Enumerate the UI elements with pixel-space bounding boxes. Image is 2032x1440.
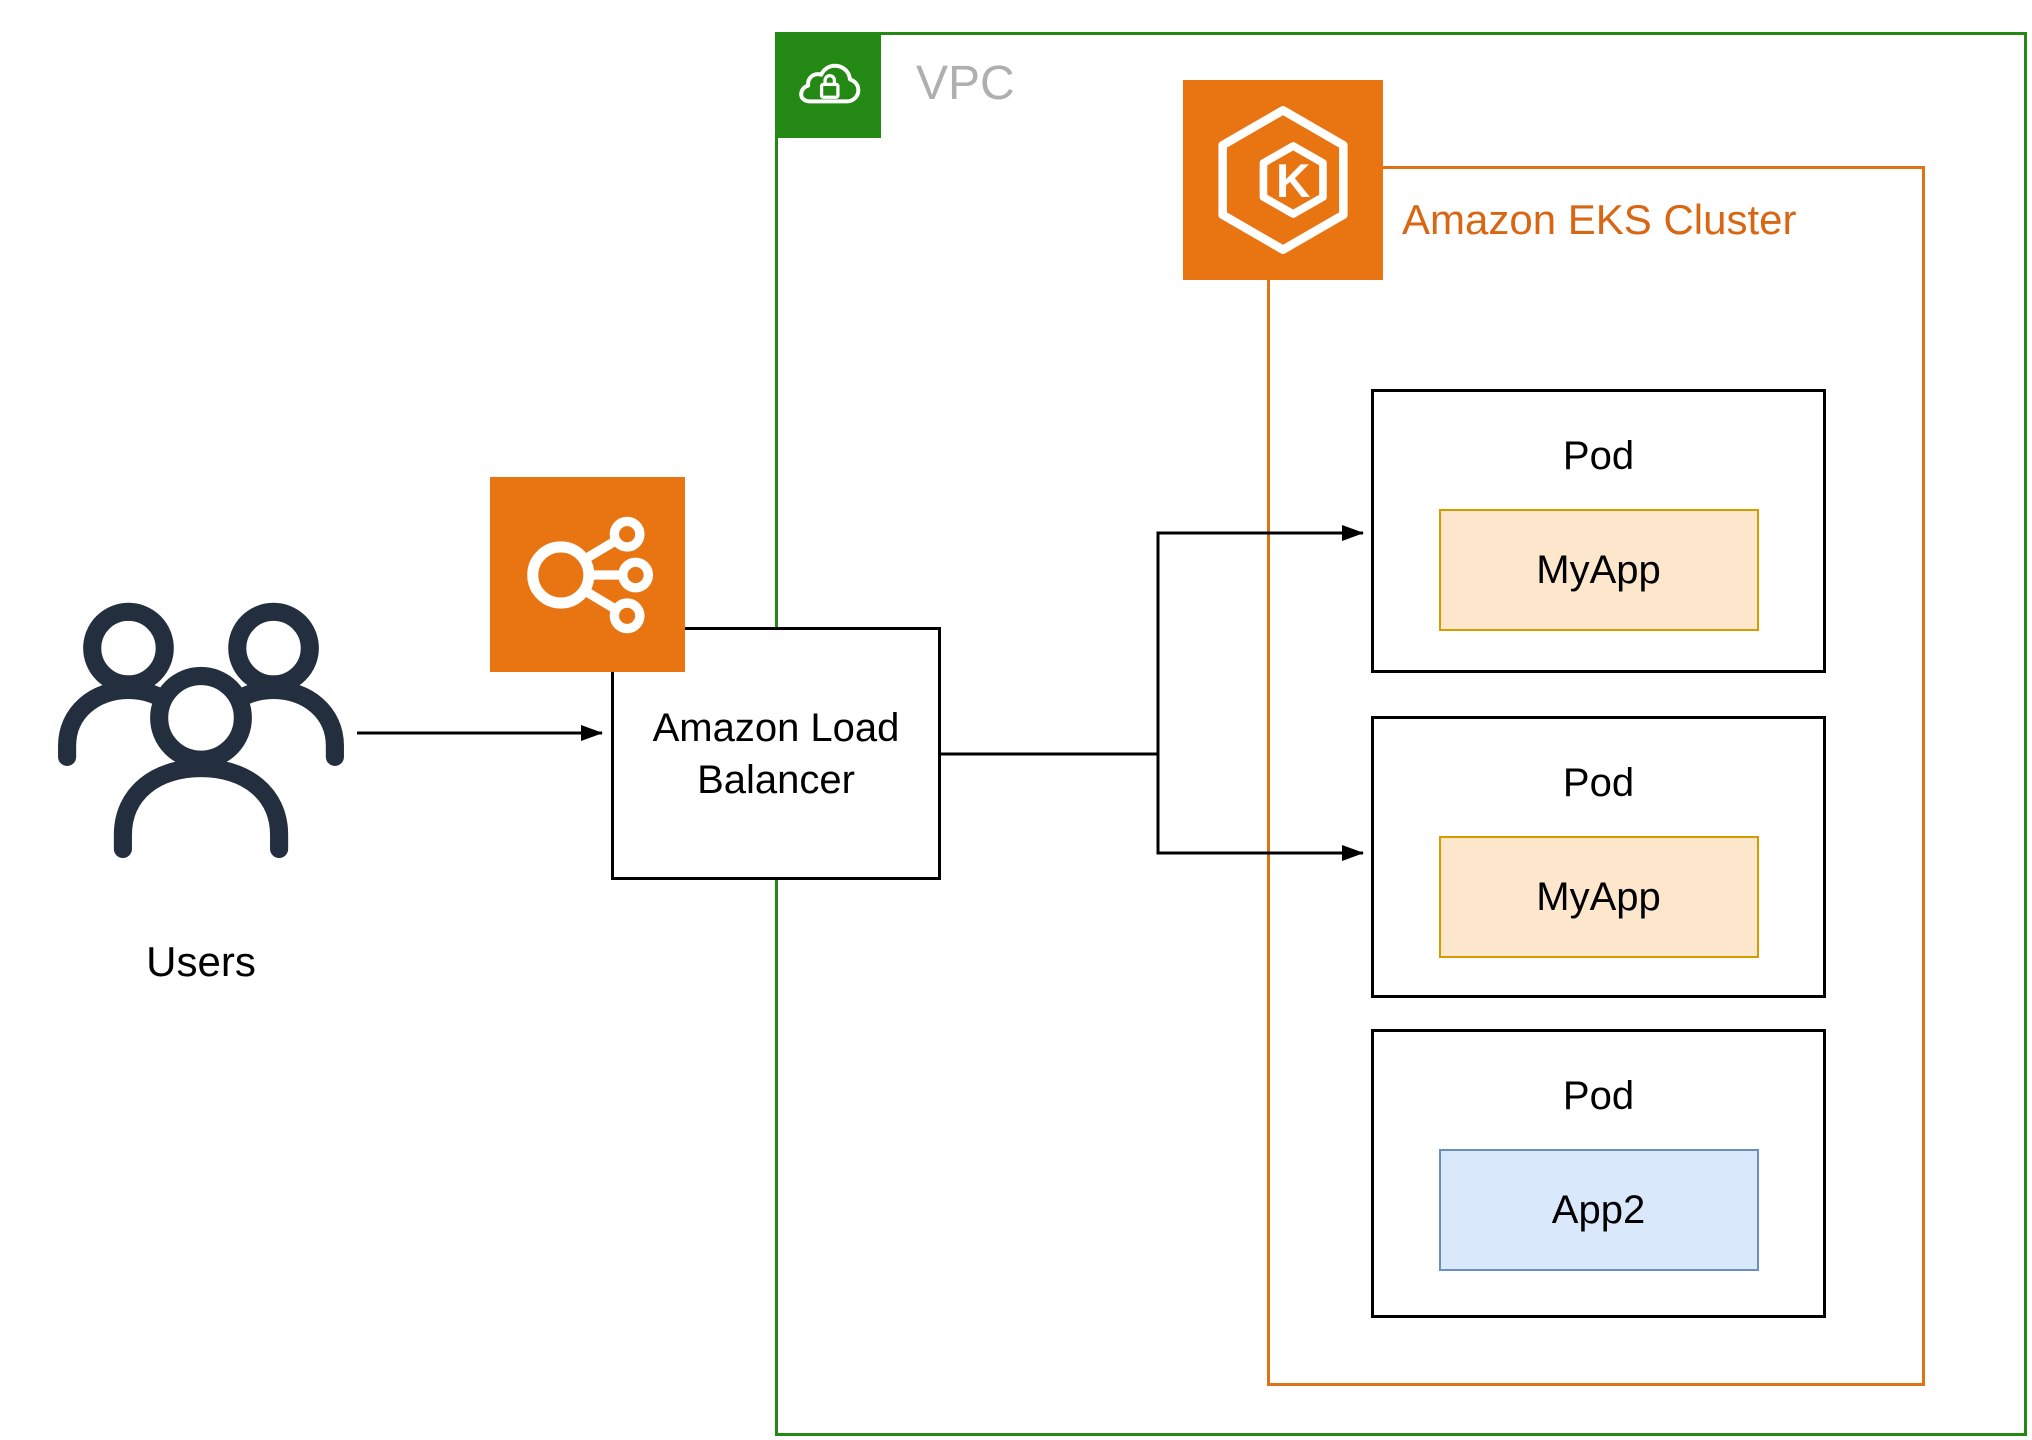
load-balancer-icon xyxy=(490,477,685,672)
pod-title: Pod xyxy=(1562,1074,1635,1118)
eks-kubernetes-icon: K xyxy=(1183,80,1383,280)
app-container-myapp: MyApp xyxy=(1438,509,1759,631)
vpc-label: VPC xyxy=(916,57,1015,110)
svg-text:K: K xyxy=(1276,155,1310,208)
eks-icon-glyph: K xyxy=(1218,106,1348,254)
pod-node-2: Pod MyApp xyxy=(1371,716,1826,998)
pod-title: Pod xyxy=(1562,434,1635,478)
app-container-app2: App2 xyxy=(1438,1149,1759,1271)
users-icon xyxy=(58,602,344,859)
users-label: Users xyxy=(146,938,256,985)
load-balancer-label: Amazon Load Balancer xyxy=(652,705,900,802)
load-balancer-node: Amazon Load Balancer xyxy=(611,627,941,880)
vpc-icon-glyph xyxy=(799,63,861,104)
vpc-cloud-lock-icon xyxy=(775,32,881,138)
load-balancer-icon-glyph xyxy=(526,516,653,633)
pod-title: Pod xyxy=(1562,761,1635,805)
app-container-myapp: MyApp xyxy=(1438,836,1759,958)
pod-node-1: Pod MyApp xyxy=(1371,389,1826,673)
eks-cluster-label: Amazon EKS Cluster xyxy=(1402,196,1797,243)
pod-node-3: Pod App2 xyxy=(1371,1029,1826,1318)
